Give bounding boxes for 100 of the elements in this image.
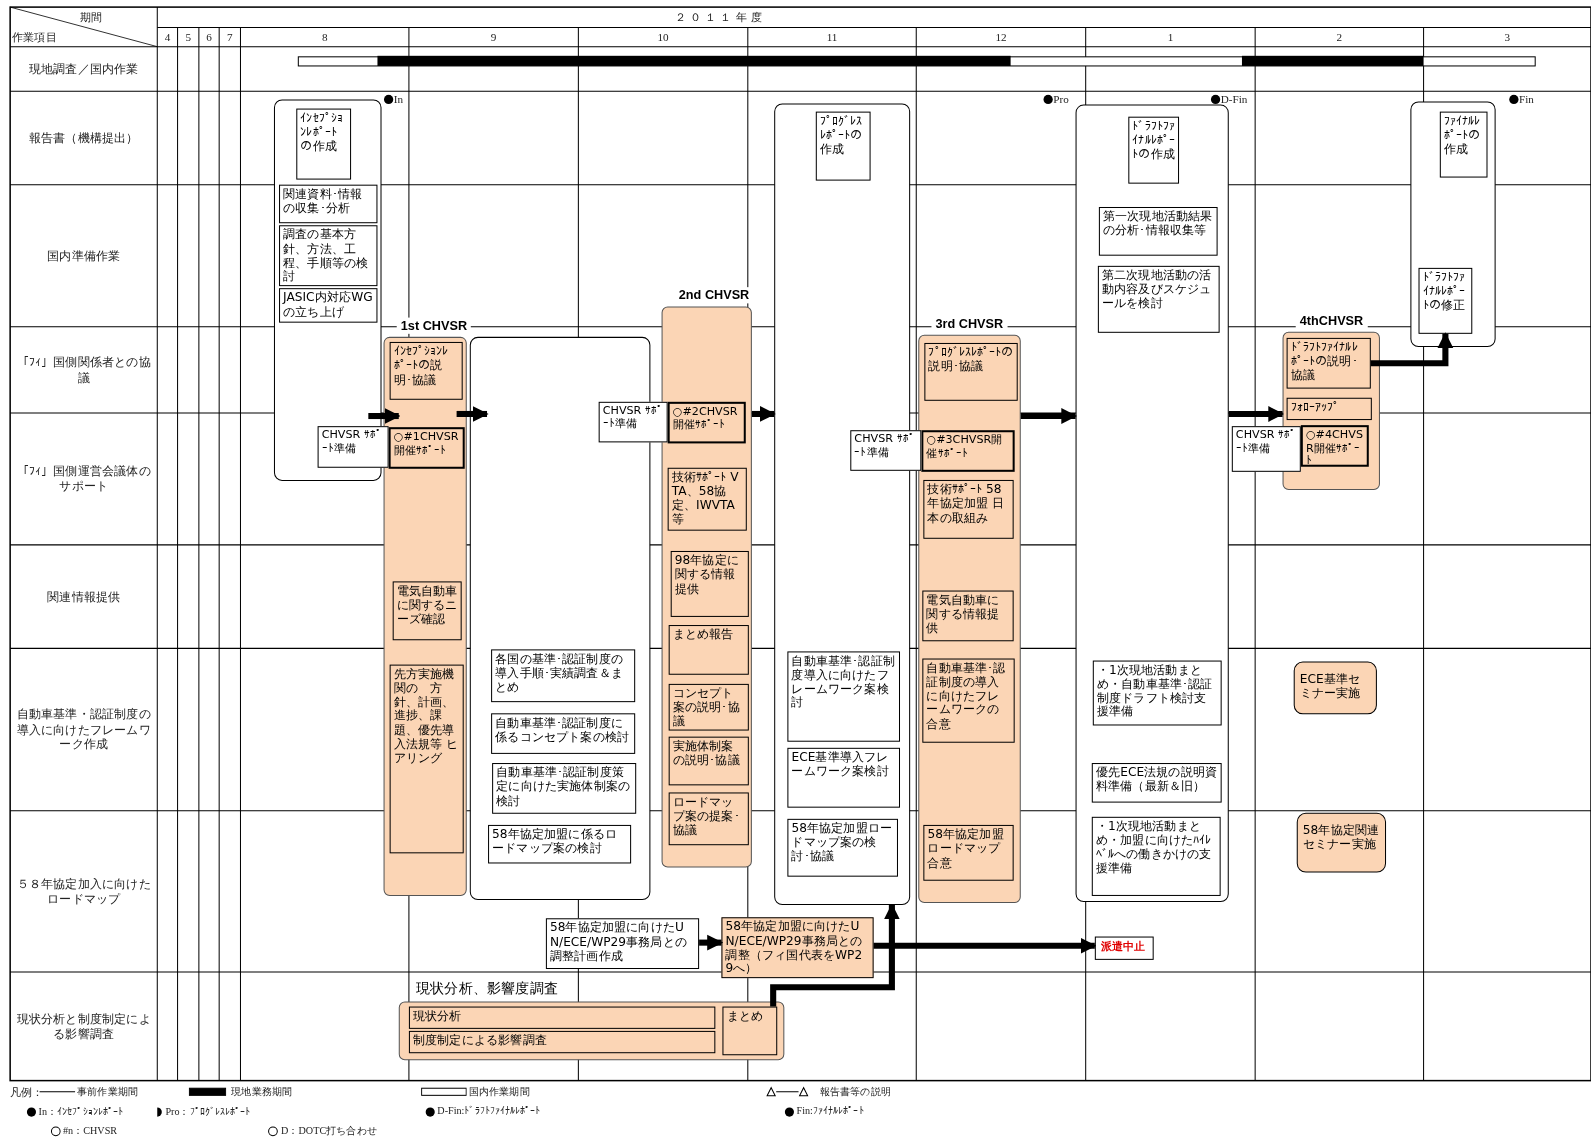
task-box: [722, 1006, 778, 1056]
legend-text: #n：CHVSR: [62, 1124, 118, 1139]
header-text: 作業項目: [12, 29, 58, 45]
task-box: [491, 649, 636, 703]
task-text: 58年協定関連セミナー実施: [1301, 821, 1381, 854]
row-header: 関連情報提供: [46, 589, 122, 605]
header-text: ２０１１年度: [673, 10, 768, 26]
task-box: [667, 401, 746, 444]
task-box: [922, 590, 1014, 642]
row-header: 「ﾌｨ」国側運営会議体のサポート: [15, 463, 152, 495]
task-box: [787, 747, 900, 808]
header-text: 凡例：: [10, 1084, 45, 1099]
task-text: 技術ｻﾎﾟｰﾄ VTA、58協定、IWVTA等: [670, 468, 740, 528]
task-text: ○#4CHVSR開催ｻﾎﾟｰﾄ: [1304, 427, 1364, 470]
task-text: 58年協定加盟に向けたUN/ECE/WP29事務局との調整（フィ国代表をWP29へ）: [724, 918, 864, 978]
legend-text: In：ｲﾝｾﾌﾟｼｮﾝﾚﾎﾟｰﾄ: [38, 1105, 124, 1120]
task-text: 実施体制案の説明･協議: [671, 737, 741, 769]
legend-text: D-Fin:ﾄﾞﾗﾌﾄﾌｧｲﾅﾙﾚﾎﾟｰﾄ: [437, 1104, 541, 1117]
row-header: 現地調査／国内作業: [27, 61, 140, 77]
task-text: CHVSR ｻﾎﾟｰﾄ準備: [853, 431, 916, 461]
task-text: CHVSR ｻﾎﾟｰﾄ準備: [320, 427, 384, 457]
task-text: 関連資料･情報の収集･分析: [282, 185, 364, 217]
task-box: [388, 427, 465, 469]
task-box: [668, 683, 749, 731]
milestone-label: D-Fin: [1220, 92, 1249, 107]
task-text: 自動車基準･認証制度策定に向けた実施体制案の検討: [495, 764, 632, 810]
task-box: [296, 108, 352, 180]
task-text: 自動車基準･認証制度の導入に向けたフレームワークの合意: [925, 659, 1007, 733]
grouping-panel: [774, 103, 911, 906]
month-header: 6: [205, 29, 213, 45]
legend-text: 現地業務期間: [231, 1084, 293, 1099]
task-box: [392, 581, 462, 641]
task-box: [1097, 265, 1220, 333]
task-box: [1231, 426, 1301, 472]
task-text: ○#1CHVSR開催ｻﾎﾟｰﾄ: [392, 429, 460, 459]
task-text: ○#3CHVSR開催ｻﾎﾟｰﾄ: [925, 432, 1004, 462]
task-text: ﾄﾞﾗﾌﾄﾌｧｲﾅﾙﾚﾎﾟｰﾄの説明･協議: [1289, 338, 1359, 385]
month-header: 12: [994, 29, 1008, 45]
row-header: 現状分析と制度制定による影響調査: [15, 1011, 152, 1042]
row-header: ５８年協定加入に向けたロードマップ: [15, 876, 152, 907]
task-box: [924, 342, 1018, 401]
grouping-panel: [469, 336, 651, 900]
task-box: [668, 736, 749, 786]
task-text: 電気自動車に関するニーズ確認: [395, 582, 459, 628]
task-box: [1418, 267, 1473, 334]
month-header: 8: [320, 29, 329, 45]
task-box: [408, 1006, 716, 1029]
task-box: [787, 651, 900, 742]
arrow: [1020, 408, 1078, 424]
task-text: 各国の基準･認証制度の導入手順･実績調査＆まとめ: [494, 650, 624, 696]
task-text: 優先ECE法規の説明資料準備（最新＆旧）: [1094, 764, 1219, 796]
task-box: [1091, 763, 1222, 803]
task-text: 電気自動車に関する情報提供: [925, 591, 1001, 637]
task-text: CHVSR ｻﾎﾟｰﾄ準備: [1234, 427, 1298, 457]
task-box: [668, 625, 749, 675]
task-text: JASIC内対応WGの立ち上げ: [281, 289, 374, 321]
task-text: 制度制定による影響調査: [411, 1031, 548, 1050]
arrow: [699, 934, 723, 951]
month-header: 10: [656, 29, 670, 45]
task-box: [1092, 660, 1222, 726]
month-header: 11: [825, 29, 839, 45]
grouping-panel: [1410, 101, 1496, 347]
task-box: [408, 1030, 716, 1054]
task-box: [1293, 661, 1377, 715]
month-header: 1: [1166, 29, 1175, 45]
task-text: 第二次現地活動の活動内容及びスケジュールを検討: [1100, 266, 1213, 313]
task-text: 現状分析: [411, 1007, 463, 1025]
task-text: ロードマップ案の提案･協議: [671, 793, 741, 839]
task-text: ECE基準セミナー実施: [1298, 670, 1362, 702]
month-header: 4: [163, 29, 172, 45]
task-text: 技術ｻﾎﾟｰﾄ 58年協定加盟 日本の取組み: [926, 480, 1006, 527]
task-box: [389, 664, 464, 854]
arrow: [873, 937, 1097, 954]
month-header: 9: [489, 29, 498, 45]
task-box: [279, 184, 378, 224]
arrow: [456, 406, 489, 422]
task-box: [922, 658, 1015, 743]
task-text: ○#2CHVSR開催ｻﾎﾟｰﾄ: [671, 403, 739, 433]
task-text: 自動車基準･認証制度導入に向けたフレームワーク案検討: [790, 652, 896, 712]
task-box: [815, 111, 871, 181]
legend-text: 事前作業期間: [77, 1084, 138, 1099]
month-header: 7: [226, 29, 234, 45]
arrow: [368, 408, 401, 424]
grouping-panel: [273, 99, 382, 481]
task-box: [1286, 397, 1372, 421]
task-text: 自動車基準･認証制度に係るコンセプト案の検討: [494, 714, 631, 746]
month-header: 5: [184, 29, 192, 45]
task-text: CHVSR ｻﾎﾟｰﾄ準備: [601, 402, 665, 432]
milestone-label: Fin: [1518, 92, 1535, 107]
status-box: [1094, 936, 1154, 960]
task-text: 58年協定加盟ロードマップ合意: [926, 825, 1005, 872]
task-text: ﾌｧｲﾅﾙﾚﾎﾟｰﾄの作成: [1442, 112, 1482, 158]
task-box: [389, 341, 463, 400]
task-text: 58年協定加盟ロードマップ案の検討･協議: [790, 819, 894, 866]
task-box: [787, 818, 898, 877]
task-text: ・1次現地活動まとめ・加盟に向けたﾊｲﾚﾍﾞﾙへの働きかけの支援準備: [1094, 817, 1213, 878]
task-box: [923, 479, 1014, 539]
task-text: ｲﾝｾﾌﾟｼｮﾝﾚﾎﾟｰﾄの作成: [299, 109, 344, 155]
task-text: 先方実施機関の 方針、計画、進捗、課題、優先導入法規等 ヒアリング: [392, 665, 460, 767]
legend-text: 国内作業期間: [468, 1084, 530, 1099]
